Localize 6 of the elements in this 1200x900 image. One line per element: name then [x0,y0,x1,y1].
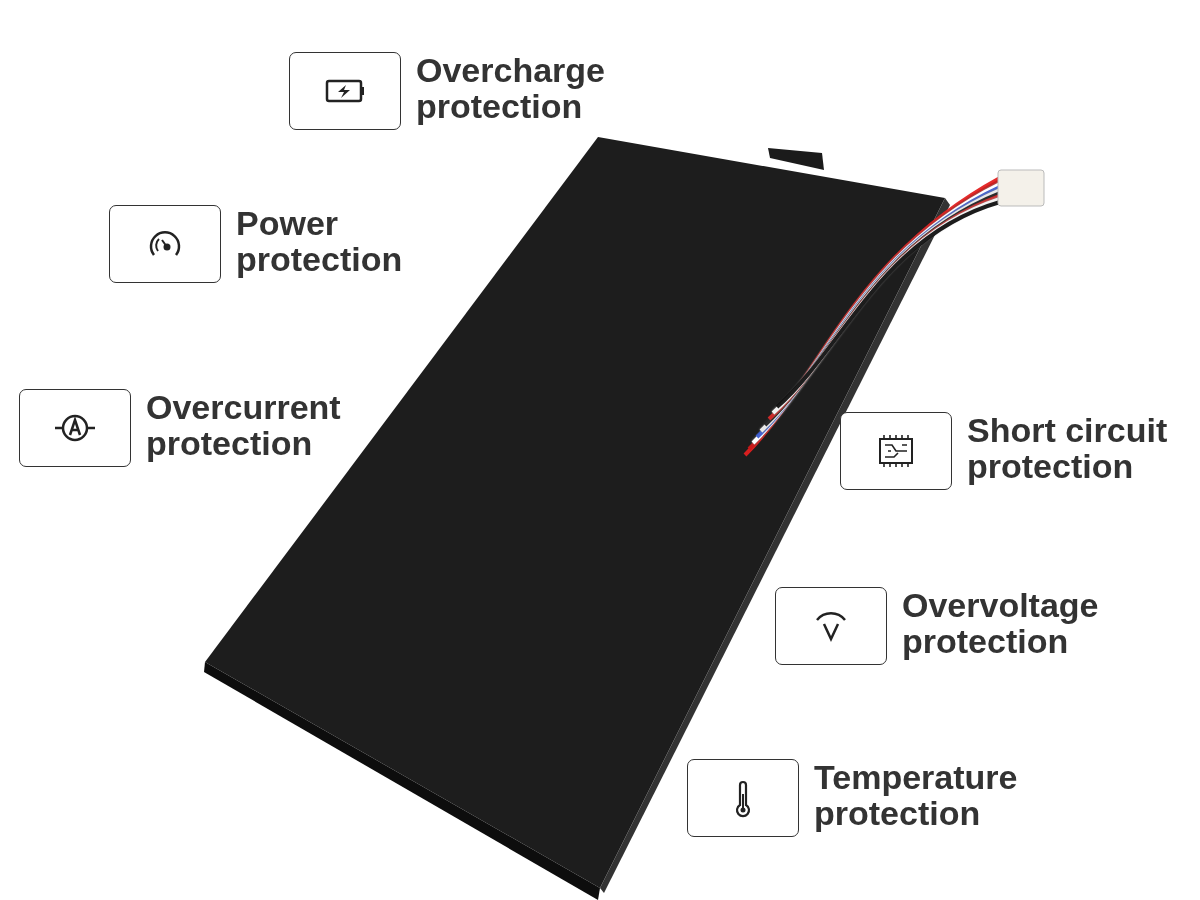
feature-label: Temperature protection [814,759,1019,831]
feature-label: Overcharge protection [416,52,606,124]
feature-label: Power protection [236,205,404,277]
feature-label: Overvoltage protection [902,587,1100,659]
feature-label: Short circuit protection [967,412,1169,484]
feature-label: Overcurrent protection [146,389,342,461]
